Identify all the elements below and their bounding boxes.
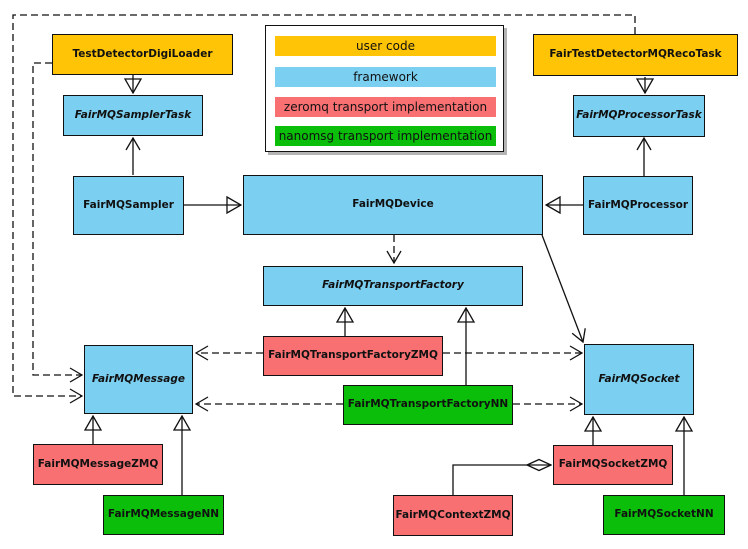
node-testdetectordigiloader: TestDetectorDigiLoader xyxy=(52,34,233,75)
node-fairmqsocketzmq: FairMQSocketZMQ xyxy=(553,445,673,485)
edge-dep-recotask-message xyxy=(12,14,636,396)
legend-item-zeromq: zeromq transport implementation xyxy=(275,97,496,117)
node-fairmqdevice: FairMQDevice xyxy=(243,175,543,235)
legend-item-nanomsg: nanomsg transport implementation xyxy=(275,126,496,146)
node-fairmqcontextzmq: FairMQContextZMQ xyxy=(393,495,513,536)
edge-assoc-device-socket xyxy=(541,234,583,342)
node-fairtestdetectormqrecotask: FairTestDetectorMQRecoTask xyxy=(533,34,738,76)
legend-item-framework: framework xyxy=(275,67,496,87)
node-fairmqmessagenn: FairMQMessageNN xyxy=(103,495,224,535)
node-fairmqmessagezmq: FairMQMessageZMQ xyxy=(33,444,163,485)
node-fairmqtransportfactorynn: FairMQTransportFactoryNN xyxy=(343,385,513,425)
edge-comp-contextzmq-socketzmq xyxy=(452,465,551,495)
node-fairmqsocket: FairMQSocket xyxy=(584,344,694,415)
node-fairmqsampler: FairMQSampler xyxy=(73,176,184,235)
node-fairmqmessage: FairMQMessage xyxy=(84,345,193,414)
node-fairmqprocessortask: FairMQProcessorTask xyxy=(573,95,705,137)
node-fairmqsocketnn: FairMQSocketNN xyxy=(603,495,725,535)
node-fairmqsamplertask: FairMQSamplerTask xyxy=(63,95,203,136)
node-fairmqtransportfactory: FairMQTransportFactory xyxy=(263,266,523,306)
edge-dep-digiloader-message xyxy=(32,62,82,375)
node-fairmqprocessor: FairMQProcessor xyxy=(583,176,693,235)
node-fairmqtransportfactoryzmq: FairMQTransportFactoryZMQ xyxy=(263,336,443,376)
legend-item-user-code: user code xyxy=(275,36,496,56)
legend: user code framework zeromq transport imp… xyxy=(265,25,504,152)
